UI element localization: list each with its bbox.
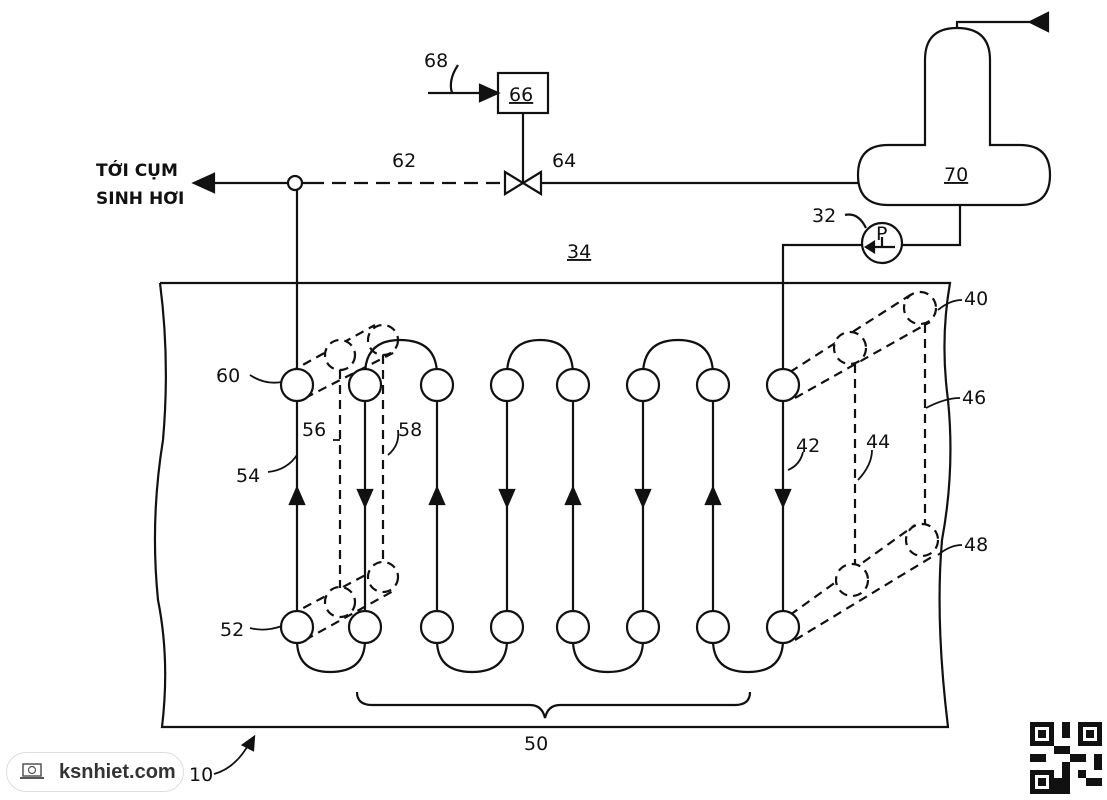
destination-label-line2: SINH HƠI [96,189,184,209]
feed-arrow [1027,11,1050,33]
lower-header-tube [279,609,315,645]
upper-header-tube [765,367,801,403]
enclosure-outline [153,281,952,729]
label-52: 52 [220,619,244,641]
lower-header-tube [489,609,525,645]
arrow-10 [240,734,256,752]
flow-up-arrow [704,485,722,506]
drum-70 [856,26,1052,207]
junction-node [286,174,304,192]
lower-header-tube [419,609,455,645]
upper-header-tube [419,367,455,403]
label-62: 62 [392,150,416,172]
upper-header-tube [555,367,591,403]
flow-down-arrow [356,488,374,509]
laptop-globe-icon [20,763,44,779]
signal-arrow [478,83,501,103]
label-34: 34 [567,241,591,263]
label-60: 60 [216,365,240,387]
label-46: 46 [962,387,986,409]
label-44: 44 [866,431,890,453]
downcomer-line [781,205,962,372]
upper-header-tube [625,367,661,403]
flow-down-arrow [498,488,516,509]
label-66: 66 [509,84,533,106]
lower-header-tube [765,609,801,645]
lower-header-tube [625,609,661,645]
label-68: 68 [424,50,448,72]
controller-66 [496,71,550,115]
flow-down-arrow [634,488,652,509]
right-headers-dashed [789,290,940,641]
pump-label: P [876,223,887,245]
signal-68 [428,64,480,95]
lower-header-tube [695,609,731,645]
lower-header-tube [555,609,591,645]
label-40: 40 [964,288,988,310]
destination-label-line1: TỚI CỤM [96,159,178,181]
label-50: 50 [524,733,548,755]
upper-header-tube [489,367,525,403]
label-70: 70 [944,164,968,186]
leader-lines [213,299,963,775]
flow-down-arrow [774,488,792,509]
label-42: 42 [796,435,820,457]
label-32: 32 [812,205,836,227]
brace-50 [355,691,752,719]
label-56: 56 [302,419,326,441]
upper-header-tube [279,367,315,403]
label-48: 48 [964,534,988,556]
watermark-badge[interactable]: ksnhiet.com [6,752,184,792]
lower-header-tube [347,609,383,645]
flow-up-arrow [428,485,446,506]
watermark-text: ksnhiet.com [59,760,176,783]
feed-line [955,20,1045,28]
label-64: 64 [552,150,576,172]
flow-up-arrow [288,485,306,506]
label-58: 58 [398,419,422,441]
qr-code-icon[interactable] [1030,722,1102,794]
outlet-arrow [191,172,216,194]
upper-header-tube [347,367,383,403]
label-10: 10 [189,764,213,786]
valve-64 [503,113,543,196]
return-bends [295,338,785,674]
label-54: 54 [236,465,260,487]
pump-arrow-head [863,240,876,254]
leader-32 [844,213,867,229]
tube-passes [279,367,801,645]
upper-header-tube [695,367,731,403]
flow-up-arrow [564,485,582,506]
